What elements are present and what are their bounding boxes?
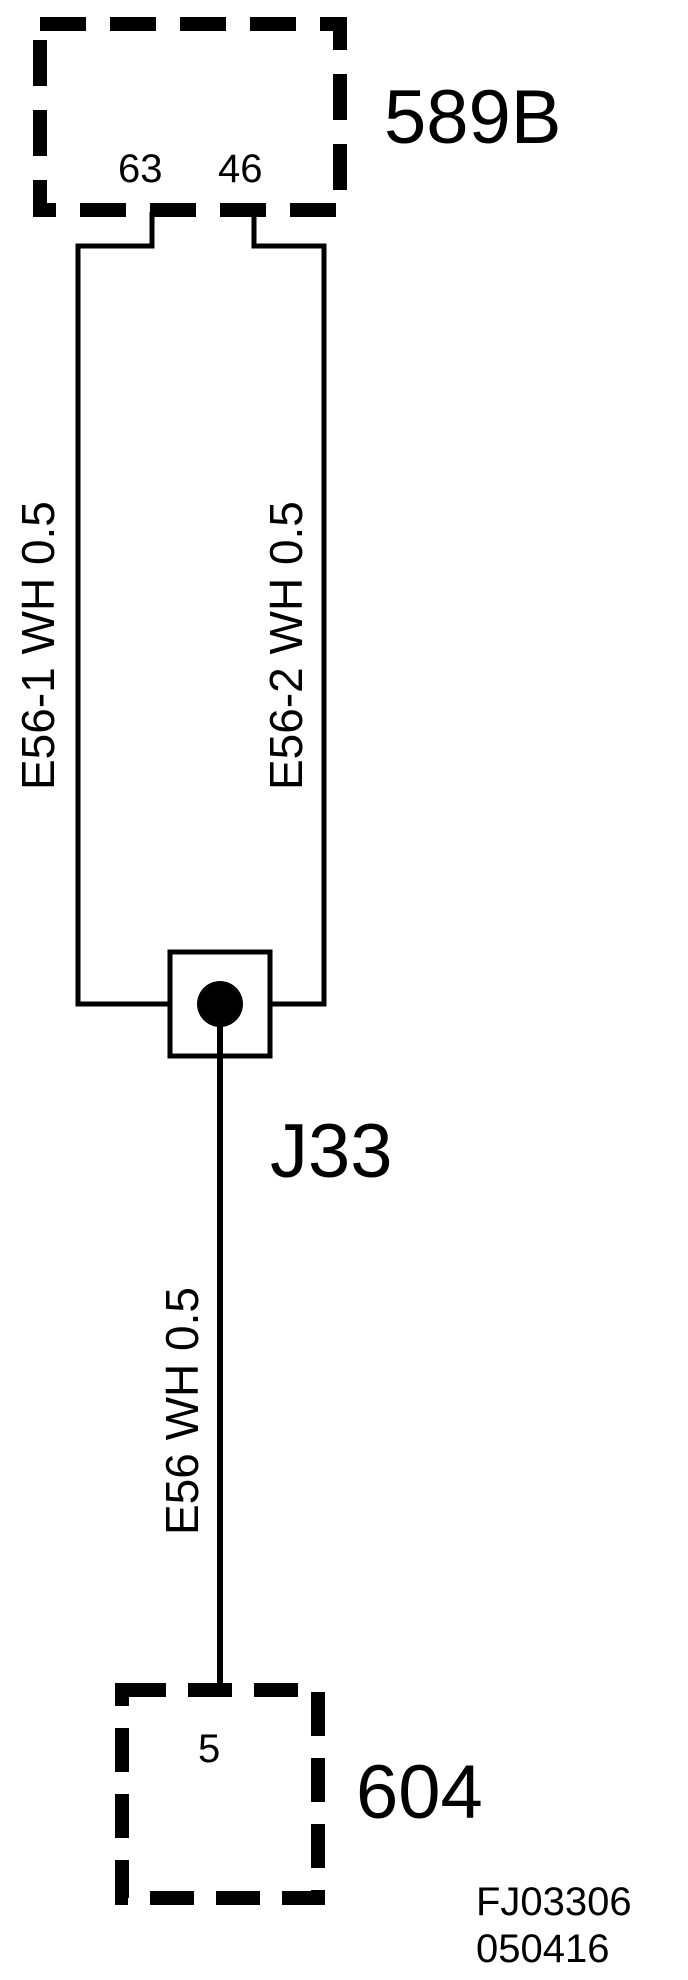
wire-e56-2-label: E56-2 WH 0.5 bbox=[260, 501, 312, 790]
connector-604-label: 604 bbox=[356, 1750, 483, 1835]
wire-e56-1 bbox=[75, 212, 170, 1007]
wire-e56-2 bbox=[251, 212, 327, 1007]
pin-46-label: 46 bbox=[218, 147, 263, 191]
junction-j33-label: J33 bbox=[270, 1109, 393, 1194]
figure-code-line-2: 050416 bbox=[476, 1927, 609, 1971]
connector-589b-box bbox=[33, 17, 347, 217]
wire-e56-1-label: E56-1 WH 0.5 bbox=[12, 501, 64, 790]
figure-code-line-1: FJ03306 bbox=[476, 1880, 632, 1924]
connector-589b-label: 589B bbox=[384, 75, 562, 160]
pin-63-label: 63 bbox=[118, 147, 163, 191]
wire-e56-label: E56 WH 0.5 bbox=[156, 1287, 208, 1535]
connector-604-box bbox=[115, 1683, 325, 1905]
pin-5-label: 5 bbox=[198, 1727, 220, 1771]
